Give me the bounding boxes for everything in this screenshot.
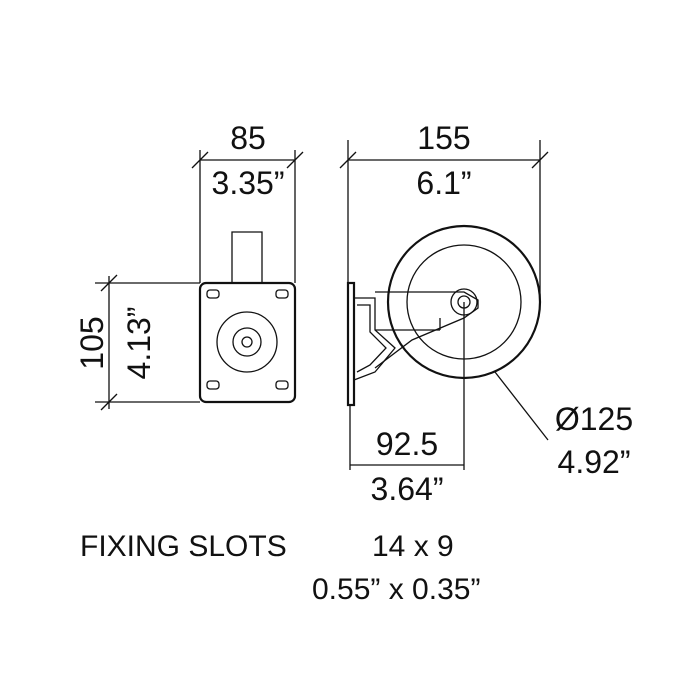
height-dimension: 105 4.13”: [74, 274, 200, 411]
front-stem: [231, 231, 263, 283]
wheel-diameter-dimension: Ø125 4.92”: [494, 371, 633, 480]
front-width-mm: 85: [230, 120, 266, 156]
fixing-slots-size-mm: 14 x 9: [372, 530, 454, 563]
front-width-dimension: 85 3.35”: [191, 120, 304, 283]
fixing-slots-note: FIXING SLOTS 14 x 9 0.55” x 0.35”: [80, 530, 480, 606]
offset-in: 3.64”: [371, 471, 444, 507]
wheel-diameter-mm: Ø125: [555, 401, 633, 437]
side-mounting-plate: [346, 281, 356, 407]
front-hub-inner: [241, 336, 253, 348]
fork-bracket: [353, 297, 396, 381]
side-width-mm: 155: [417, 120, 470, 156]
side-view: 155 6.1” 92.5 3.64” Ø125 4.92”: [339, 120, 633, 507]
side-width-in: 6.1”: [416, 165, 471, 201]
front-hub-middle: [232, 327, 262, 357]
fixing-slot-bottom-right: [275, 380, 289, 390]
front-width-in: 3.35”: [212, 165, 285, 201]
fixing-slots-label: FIXING SLOTS: [80, 530, 287, 563]
offset-mm: 92.5: [376, 426, 438, 462]
front-view: 85 3.35” 105 4.13”: [74, 120, 304, 411]
side-width-dimension: 155 6.1”: [339, 120, 549, 302]
front-hub-outer: [216, 311, 278, 373]
fixing-slot-top-right: [275, 289, 289, 299]
fixing-slot-bottom-left: [206, 380, 220, 390]
fixing-slots-size-in: 0.55” x 0.35”: [312, 573, 480, 606]
fixing-slot-top-left: [206, 289, 220, 299]
wheel-diameter-in: 4.92”: [558, 444, 631, 480]
fork-arm: [374, 291, 479, 369]
height-in: 4.13”: [121, 307, 157, 380]
front-plate: [198, 281, 297, 404]
height-mm: 105: [74, 316, 110, 369]
offset-dimension: 92.5 3.64”: [349, 302, 465, 507]
